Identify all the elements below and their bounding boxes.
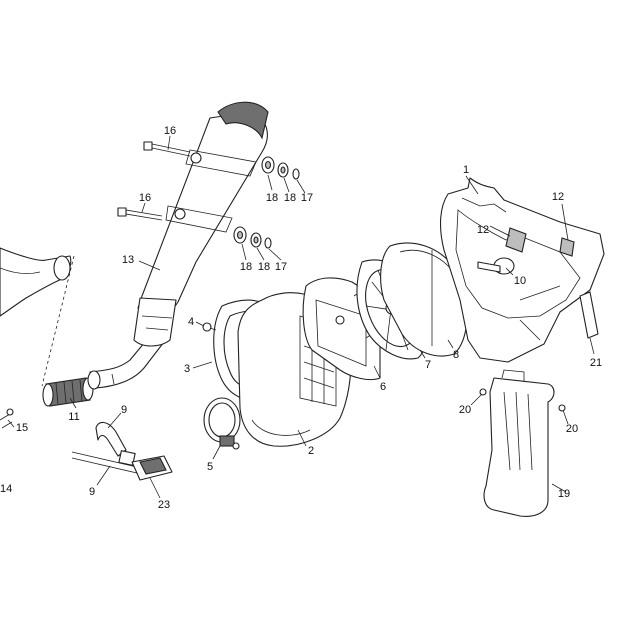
callout-8: 8 — [453, 349, 459, 361]
callout-19: 19 — [558, 488, 570, 500]
callout-20-left: 20 — [459, 404, 471, 416]
part-8-filter-element — [380, 242, 468, 357]
callout-2: 2 — [308, 445, 314, 457]
callout-12-right: 12 — [552, 191, 564, 203]
callout-9-lower: 9 — [89, 486, 95, 498]
part-11-bellows — [42, 377, 94, 407]
part-23-valve-block — [131, 455, 173, 481]
callout-17-upper: 17 — [301, 192, 313, 204]
callout-18-upper-a: 18 — [266, 192, 278, 204]
left-intake-part — [0, 247, 75, 387]
callout-9-upper: 9 — [121, 404, 127, 416]
callout-15: 15 — [16, 422, 28, 434]
part-16-bolt-lower — [117, 207, 163, 221]
part-9-hose — [71, 421, 151, 477]
part-19-intake-duct — [483, 369, 555, 517]
part-13-muffler — [133, 101, 269, 347]
part-15-screw — [0, 408, 14, 429]
callout-10: 10 — [514, 275, 526, 287]
callout-7: 7 — [425, 359, 431, 371]
part-16-bolt-upper — [143, 141, 191, 157]
part-1-air-box — [439, 177, 605, 363]
callout-13: 13 — [122, 254, 134, 266]
part-20-screws — [479, 388, 566, 412]
callout-16-lower: 16 — [139, 192, 151, 204]
callout-3: 3 — [184, 363, 190, 375]
part-4-screw — [202, 322, 217, 332]
callout-17-lower: 17 — [275, 261, 287, 273]
upper-washer-stack — [261, 156, 300, 180]
part-5-clamp — [203, 397, 241, 450]
callout-23: 23 — [158, 499, 170, 511]
callout-21: 21 — [590, 357, 602, 369]
callout-18-upper-b: 18 — [284, 192, 296, 204]
callout-labels: 16 16 18 18 17 18 18 17 13 4 3 5 2 6 7 8… — [0, 125, 602, 511]
callout-12-left: 12 — [477, 224, 489, 236]
callout-14: 14 — [0, 483, 12, 495]
leader-lines — [7, 135, 595, 499]
part-21-rod — [579, 291, 599, 339]
callout-11: 11 — [68, 411, 79, 423]
callout-16-upper: 16 — [164, 125, 176, 137]
callout-18-lower-b: 18 — [258, 261, 270, 273]
callout-20-right: 20 — [566, 423, 578, 435]
callout-18-lower-a: 18 — [240, 261, 252, 273]
callout-1: 1 — [463, 164, 469, 176]
lower-washer-stack — [233, 226, 272, 249]
callout-5: 5 — [207, 461, 213, 473]
callout-6: 6 — [380, 381, 386, 393]
callout-4: 4 — [188, 316, 194, 328]
